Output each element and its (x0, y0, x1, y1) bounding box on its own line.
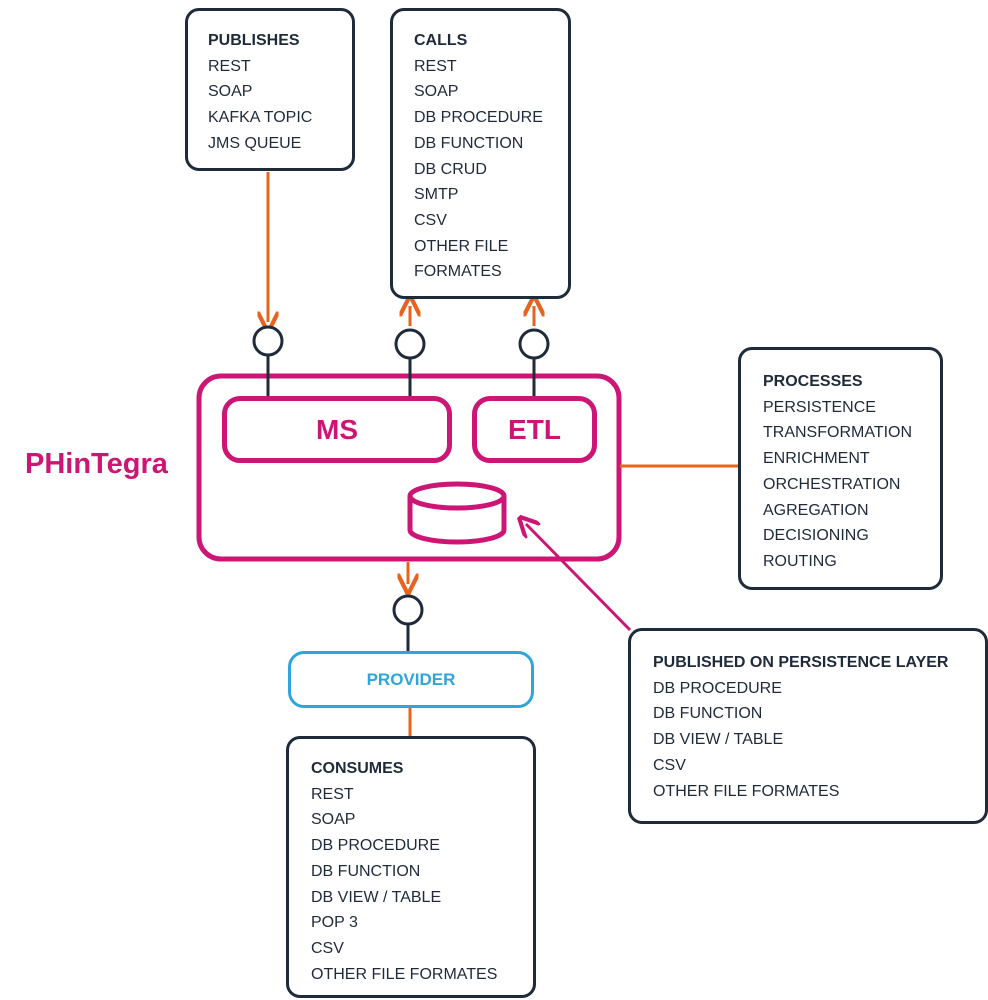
list-item: DB VIEW / TABLE (311, 888, 442, 906)
list-item: DB PROCEDURE (311, 837, 440, 855)
published-persistence-box: PUBLISHED ON PERSISTENCE LAYER DB PROCED… (628, 628, 988, 824)
list-item: DB CRUD (414, 160, 487, 178)
list-item: OTHER FILE FORMATES (311, 965, 498, 983)
list-item: DB FUNCTION (414, 134, 524, 152)
etl-label: ETL (508, 413, 561, 445)
consumes-box: CONSUMES REST SOAP DB PROCEDURE DB FUNCT… (286, 736, 536, 998)
list-item: SOAP (414, 83, 459, 101)
list-item: POP 3 (311, 914, 358, 932)
published-persistence-title: PUBLISHED ON PERSISTENCE LAYER (653, 654, 949, 671)
processes-title: PROCESSES (763, 373, 863, 390)
ms-component: MS (222, 396, 452, 463)
calls-port-circle-2 (518, 328, 550, 360)
provider-port-circle (392, 594, 424, 626)
list-item: ORCHESTRATION (763, 475, 901, 493)
persistence-layer-arrow (526, 524, 632, 632)
phintegra-label: PHinTegra (25, 448, 168, 480)
list-item: CSV (653, 756, 686, 774)
publishes-box: PUBLISHES REST SOAP KAFKA TOPIC JMS QUEU… (185, 8, 355, 171)
list-item: REST (208, 57, 251, 75)
calls-box: CALLS REST SOAP DB PROCEDURE DB FUNCTION… (390, 8, 571, 299)
calls-title: CALLS (414, 32, 468, 49)
database-icon (407, 481, 507, 545)
publishes-title: PUBLISHES (208, 32, 300, 49)
list-item: TRANSFORMATION (763, 424, 913, 442)
list-item: DB VIEW / TABLE (653, 731, 784, 749)
provider-label: PROVIDER (366, 669, 456, 689)
etl-component: ETL (472, 396, 597, 463)
processes-box: PROCESSES PERSISTENCE TRANSFORMATION ENR… (738, 347, 943, 590)
list-item: AGREGATION (763, 501, 869, 519)
list-item: DECISIONING (763, 527, 869, 545)
list-item: SOAP (208, 83, 253, 101)
list-item: CSV (414, 211, 447, 229)
calls-port-circle-1 (394, 328, 426, 360)
list-item: REST (414, 57, 457, 75)
ms-label: MS (316, 413, 358, 445)
list-item: OTHER FILE (414, 237, 509, 255)
list-item: SMTP (414, 186, 459, 204)
list-item: DB FUNCTION (311, 862, 421, 880)
list-item: JMS QUEUE (208, 134, 302, 152)
list-item: CSV (311, 939, 344, 957)
list-item: FORMATES (414, 263, 502, 281)
list-item: PERSISTENCE (763, 398, 876, 416)
list-item: OTHER FILE FORMATES (653, 782, 840, 800)
consumes-title: CONSUMES (311, 760, 404, 777)
list-item: DB PROCEDURE (414, 109, 543, 127)
list-item: KAFKA TOPIC (208, 109, 313, 127)
list-item: SOAP (311, 811, 356, 829)
list-item: ROUTING (763, 552, 837, 570)
list-item: REST (311, 785, 354, 803)
ms-port-circle (252, 325, 284, 357)
provider-box: PROVIDER (288, 651, 534, 708)
list-item: DB FUNCTION (653, 705, 763, 723)
list-item: ENRICHMENT (763, 450, 870, 468)
list-item: DB PROCEDURE (653, 679, 782, 697)
